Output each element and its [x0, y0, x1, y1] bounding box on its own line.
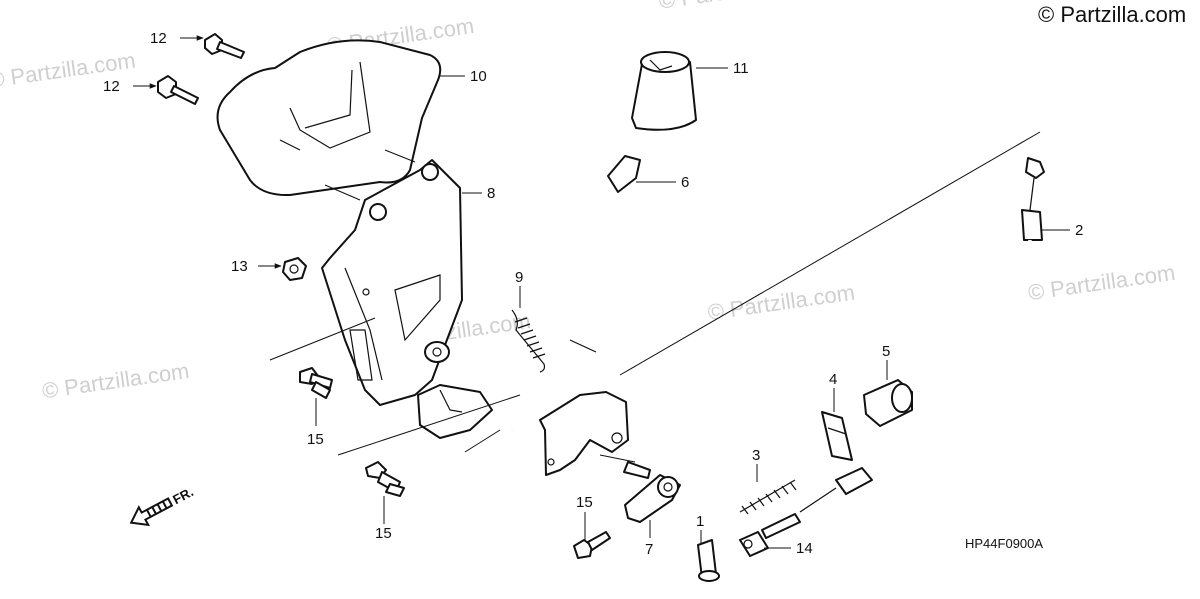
- part-11-knob: [631, 51, 697, 131]
- part-15-bolt-center: [365, 461, 405, 497]
- part-8-bracket: [321, 159, 463, 406]
- fr-label: FR.: [170, 484, 196, 507]
- part-6-lever: [510, 155, 641, 476]
- callout-13: 13: [231, 258, 248, 275]
- callout-numbers: 12 12 10 8 13 11 6 2 9 5 4 3 1 14 7 15 1…: [103, 30, 1083, 558]
- diagram-code: HP44F0900A: [965, 536, 1043, 551]
- callout-2: 2: [1075, 222, 1083, 239]
- watermark-text: © Partzilla.com: [1026, 260, 1176, 305]
- part-2-cable: [761, 157, 1045, 539]
- part-13-nut: [282, 257, 307, 281]
- callout-10: 10: [470, 68, 487, 85]
- part-15-bolt-bottom: [573, 531, 611, 559]
- callout-15: 15: [576, 494, 593, 511]
- callout-4: 4: [829, 371, 837, 388]
- part-12-bolt-lower: [157, 75, 199, 105]
- callout-12: 12: [150, 30, 167, 47]
- watermark-text: © Partzilla.com: [40, 358, 190, 403]
- part-5-holder: [863, 379, 913, 427]
- assembly-lines: [269, 149, 636, 463]
- callout-12: 12: [103, 78, 120, 95]
- copyright-text: © Partzilla.com: [1038, 2, 1186, 27]
- callout-leaders: [133, 35, 1070, 549]
- part-9-spring: [511, 309, 546, 373]
- watermark-text: © Partzilla.com: [657, 0, 807, 14]
- part-1-pin: [697, 539, 720, 582]
- callout-3: 3: [752, 447, 760, 464]
- part-3-spring: [739, 479, 797, 515]
- part-12-bolt-upper: [204, 33, 245, 59]
- lower-bracket: [417, 384, 493, 439]
- callout-8: 8: [487, 185, 495, 202]
- callout-11: 11: [733, 60, 749, 77]
- front-direction-arrow: FR.: [129, 484, 196, 527]
- part-10-cover: [216, 39, 442, 197]
- part-15-bolt-left: [299, 367, 333, 399]
- callout-15: 15: [307, 431, 324, 448]
- callout-1: 1: [696, 513, 704, 530]
- part-7-joint: [623, 461, 681, 523]
- callout-6: 6: [681, 174, 689, 191]
- callout-5: 5: [882, 343, 890, 360]
- callout-15: 15: [375, 525, 392, 542]
- part-4-clip: [821, 411, 853, 461]
- watermark-text: © Partzilla.com: [706, 280, 856, 325]
- callout-7: 7: [645, 541, 653, 558]
- callout-9: 9: [515, 269, 523, 286]
- callout-14: 14: [796, 540, 813, 557]
